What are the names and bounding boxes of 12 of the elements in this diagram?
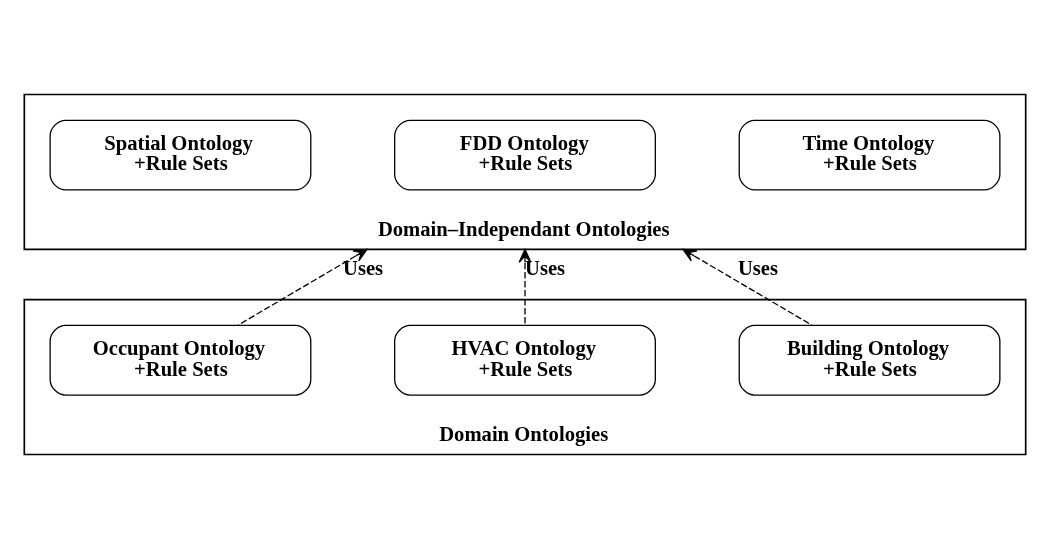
arrow bbox=[518, 248, 532, 326]
node-box: Spatial Ontology +Rule Sets bbox=[49, 119, 312, 191]
arrow bbox=[237, 248, 368, 326]
node-box: Occupant Ontology +Rule Sets bbox=[49, 324, 312, 396]
edge-label: Uses bbox=[525, 256, 566, 279]
arrow bbox=[682, 248, 813, 326]
edge-label: Uses bbox=[737, 256, 779, 279]
node-box: Time Ontology +Rule Sets bbox=[738, 119, 1001, 191]
node-box: HVAC Ontology +Rule Sets bbox=[394, 324, 656, 396]
edge-label: Uses bbox=[343, 256, 384, 279]
node-box: FDD Ontology +Rule Sets bbox=[394, 119, 656, 191]
node-box: Building Ontology +Rule Sets bbox=[738, 324, 1001, 396]
